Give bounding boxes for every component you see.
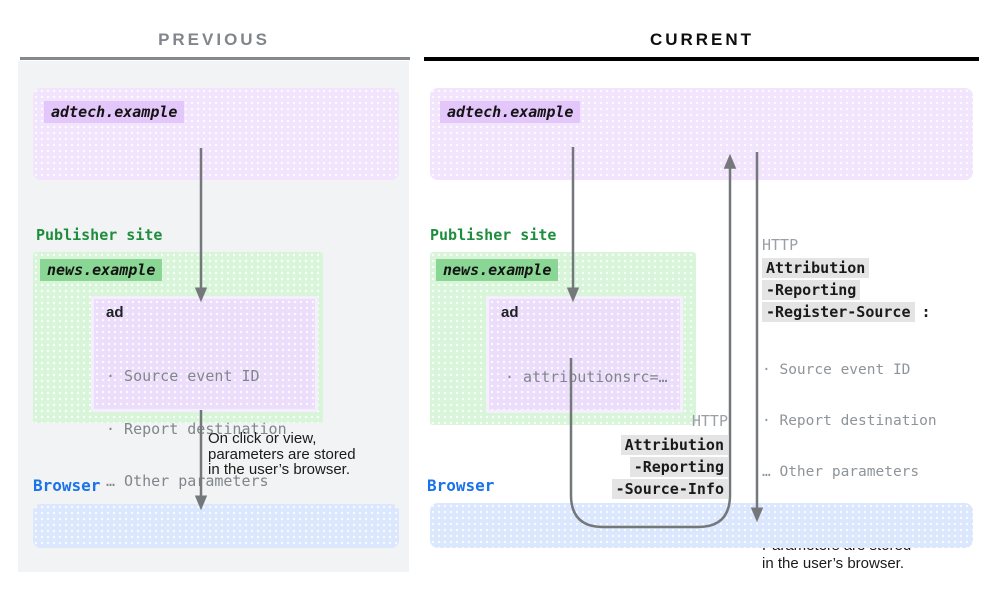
previous-flow-note: On click or view, parameters are stored … <box>208 431 356 478</box>
ad-param-line: · Source event ID <box>106 367 260 385</box>
response-header-chip: -Reporting <box>762 280 861 300</box>
response-param-line: · Source event ID <box>762 362 911 378</box>
response-header-chip: Attribution <box>762 258 870 278</box>
request-protocol-label: HTTP <box>691 412 728 430</box>
response-protocol-label: HTTP <box>762 236 799 254</box>
current-browser-label: Browser <box>427 476 495 495</box>
response-param-line: · Report destination <box>762 413 937 429</box>
previous-ad-label: ad <box>106 304 124 321</box>
previous-column-title: PREVIOUS <box>158 30 270 49</box>
request-header-chip: -Reporting <box>629 457 728 477</box>
previous-adtech-domain-chip: adtech.example <box>44 101 185 123</box>
note-line: in the user’s browser. <box>762 555 905 572</box>
current-publisher-domain-chip: news.example <box>436 259 559 281</box>
request-header-chip: -Source-Info <box>611 479 728 499</box>
current-adtech-domain-chip: adtech.example <box>440 101 581 123</box>
note-line: parameters are stored <box>208 445 356 463</box>
note-line: On click or view, <box>208 430 317 447</box>
response-header-chip: -Register-Source <box>762 302 915 322</box>
response-header-last-row: -Register-Source : <box>762 302 931 322</box>
request-header-chip: Attribution <box>620 435 728 455</box>
previous-browser-label: Browser <box>33 476 101 495</box>
previous-publisher-site-label: Publisher site <box>36 226 163 244</box>
response-header-colon: : <box>921 303 931 321</box>
previous-ad-box: ad · Source event ID · Report destinatio… <box>91 296 318 490</box>
previous-divider-line <box>20 57 410 60</box>
response-header-params: · Source event ID · Report destination …… <box>762 328 937 515</box>
current-ad-params: · attributionsrc=… <box>505 334 668 422</box>
current-ad-box: ad · attributionsrc=… <box>486 296 683 413</box>
note-line: in the user’s browser. <box>208 461 351 478</box>
current-browser-box <box>430 503 973 548</box>
current-request-header-block: HTTP Attribution -Reporting -Source-Info <box>611 412 728 501</box>
previous-browser-box <box>33 504 399 548</box>
previous-publisher-domain-chip: news.example <box>40 259 163 281</box>
response-param-line: … Other parameters <box>762 464 920 480</box>
current-publisher-site-label: Publisher site <box>430 226 557 244</box>
ad-param-line: · attributionsrc=… <box>505 368 668 386</box>
current-column-title: CURRENT <box>649 30 755 49</box>
ad-param-line: · Report destination <box>106 419 287 438</box>
current-adtech-box <box>430 88 973 180</box>
current-divider-line <box>424 57 979 61</box>
current-ad-label: ad <box>501 304 519 321</box>
